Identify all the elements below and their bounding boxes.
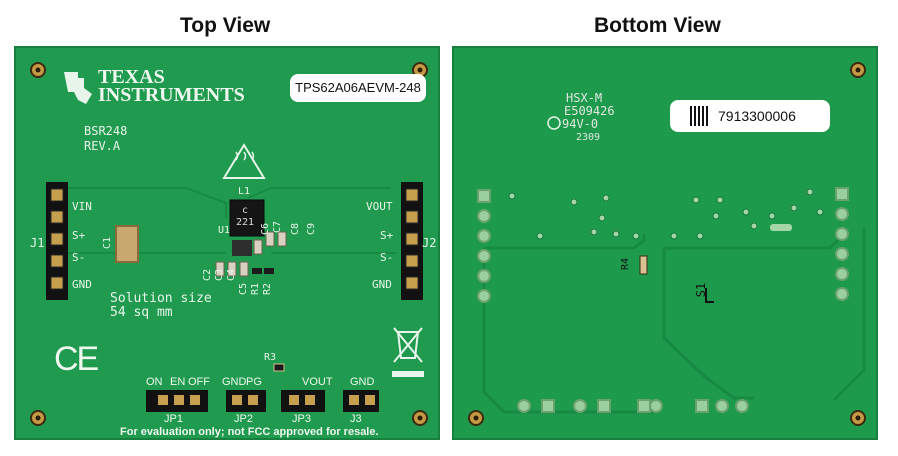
jp2-label-gnd: GND [222,376,247,388]
c8-label: C8 [290,222,302,236]
inductor-marking-1: c [242,205,249,216]
r1-label: R1 [250,282,262,296]
board-marking-1: HSX-M [566,91,603,105]
j2-pin-sense-neg: S- [380,251,394,264]
s1-marking-icon [705,288,714,303]
ce-mark: CE [54,340,99,378]
jp1-label-en: EN [170,376,186,388]
u1-label: U1 [218,225,231,236]
s1-label: S1 [694,282,709,298]
r4-resistor [639,255,648,275]
u1-ic [232,240,252,256]
c5-label: C5 [238,282,250,296]
bottom-board-artwork [468,62,866,426]
barcode-icon [690,106,710,126]
j2-label: J2 [422,236,437,250]
j3-label-gnd: GND [350,376,375,388]
c1-capacitor [115,225,139,263]
j1-pin-gnd: GND [72,278,92,291]
j2-pin-vout: VOUT [366,200,393,213]
jp3-label-vout: VOUT [302,376,333,388]
c1-label: C1 [102,236,114,250]
jp1-name: JP1 [164,413,183,425]
board-marking-3: 94V-0 [562,117,599,131]
top-view-title: Top View [180,14,271,37]
solution-area: 54 sq mm [110,305,173,320]
l1-label: L1 [238,186,251,197]
hot-surface-icon [222,143,266,179]
c7-label: C7 [272,220,284,234]
c3-label: C3 [214,268,226,282]
ul-mark-icon [547,116,561,130]
serial-number: 7913300006 [718,108,796,124]
ti-logo-text: TEXAS INSTRUMENTS [98,66,245,106]
j1-pin-sense-neg: S- [72,251,86,264]
top-board: TEXAS INSTRUMENTS TPS62A06AEVM-248 BSR24… [14,46,440,440]
board-id: BSR248 [84,124,128,138]
jp1-label-on: ON [146,376,163,388]
l1-inductor [229,199,265,237]
jp2-name: JP2 [234,413,253,425]
r2-label: R2 [262,282,274,296]
part-number-label: TPS62A06AEVM-248 [290,74,426,102]
inductor-marking-2: 221 [236,217,255,228]
j1-pin-vin: VIN [72,200,92,213]
jp3-name: JP3 [292,413,311,425]
serial-label: 7913300006 [670,100,830,132]
bottom-board: HSX-M E509426 94V-0 2309 7913300006 R4 S… [452,46,878,440]
weee-bin-icon [393,327,423,363]
j1-pin-sense-pos: S+ [72,229,86,242]
solution-size: Solution size [110,291,212,306]
ti-logo-icon [64,72,92,104]
top-board-artwork [30,62,428,426]
jp1-label-off: OFF [188,376,210,388]
c9-label: C9 [306,222,318,236]
c2-label: C2 [202,268,214,282]
r4-label: R4 [620,257,632,271]
j1-label: J1 [30,236,45,250]
r3-label: R3 [264,352,277,363]
board-marking-2: E509426 [564,104,615,118]
j2-pin-sense-pos: S+ [380,229,394,242]
footer-note: For evaluation only; not FCC approved fo… [120,426,379,438]
board-marking-4: 2309 [576,132,601,143]
revision: REV.A [84,139,121,153]
jp2-label-pg: PG [246,376,262,388]
j3-name: J3 [350,413,362,425]
bottom-view-title: Bottom View [594,14,721,37]
c4-label: C4 [226,268,238,282]
j2-pin-gnd: GND [372,278,392,291]
r3-resistor [273,363,285,372]
c6-label: C6 [260,222,272,236]
